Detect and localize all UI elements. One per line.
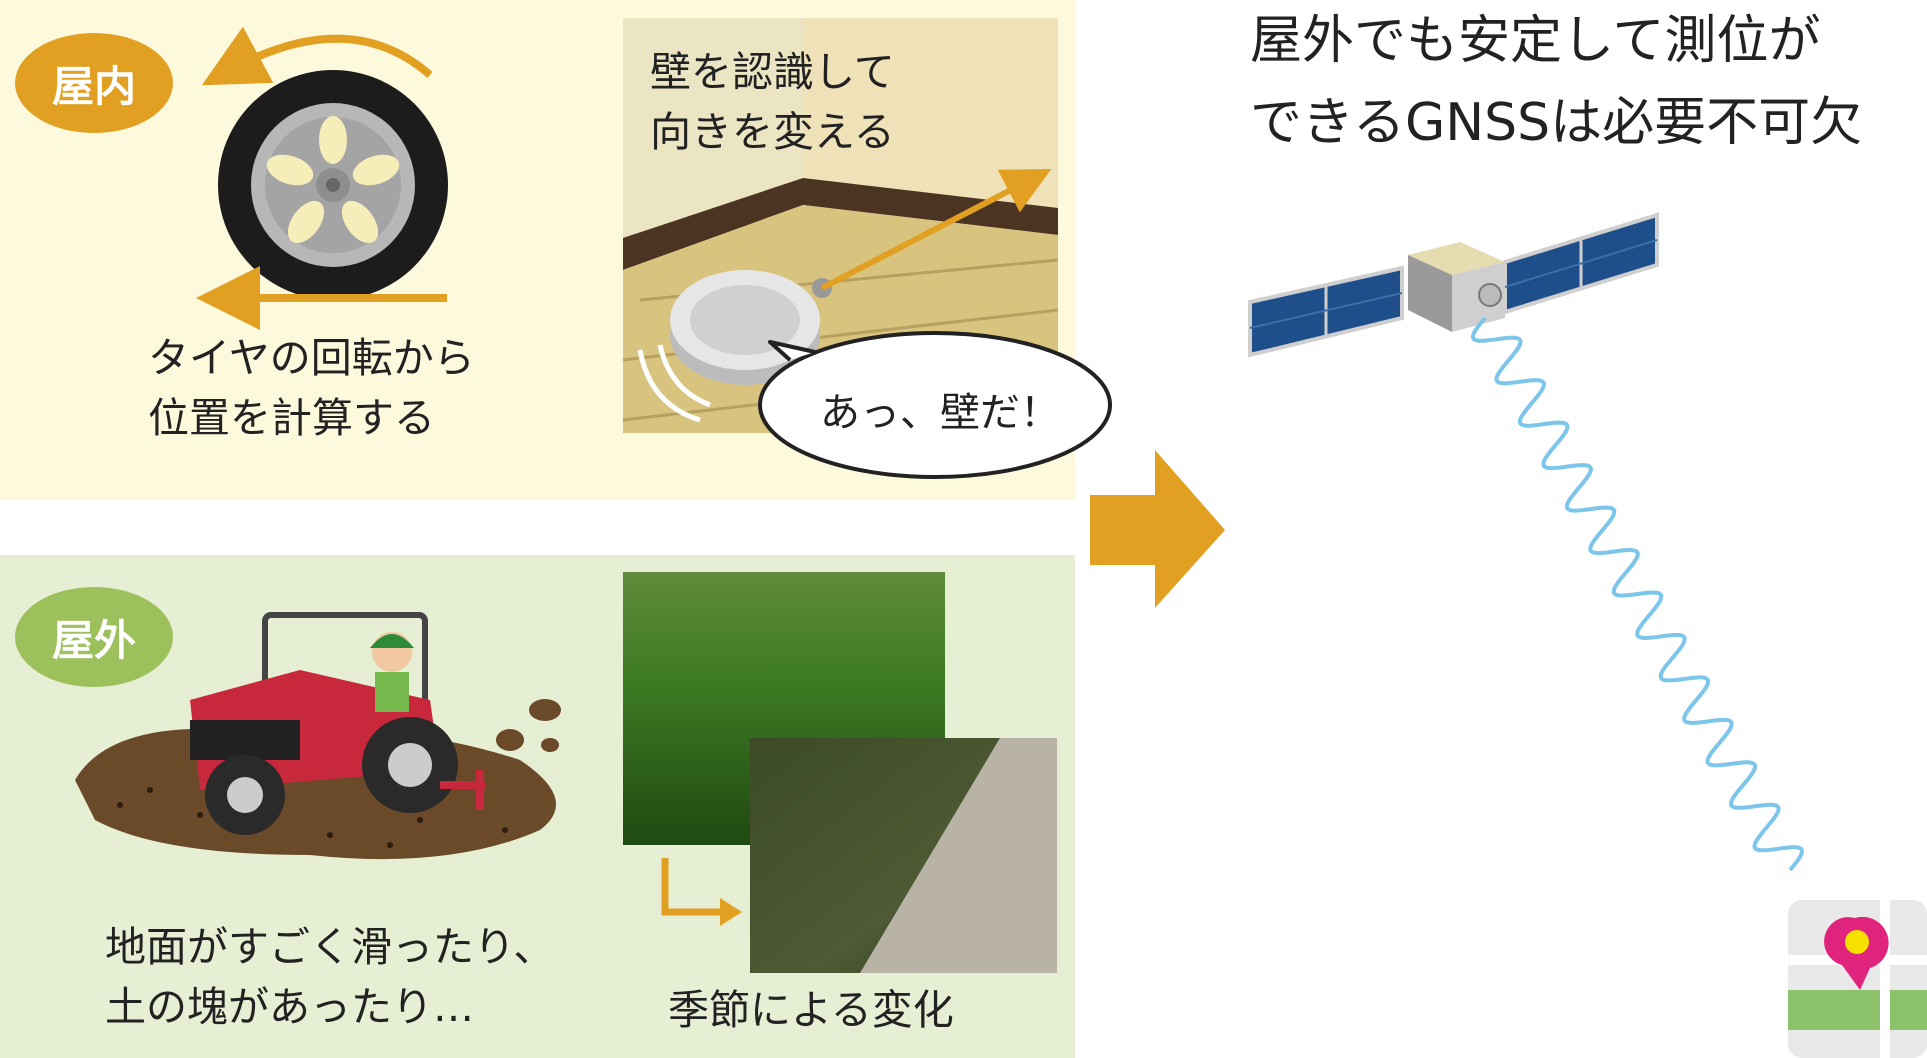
tractor-icon — [75, 612, 561, 860]
tire-caption: タイヤの回転から 位置を計算する — [148, 328, 475, 448]
tire-icon — [196, 26, 448, 330]
tire-caption-line-1: タイヤの回転から — [148, 334, 475, 382]
season-caption: 季節による変化 — [668, 986, 954, 1034]
map-pin-icon — [1824, 916, 1889, 990]
signal-wave — [1470, 316, 1805, 872]
tire-caption-line-2: 位置を計算する — [148, 394, 435, 442]
headline: 屋外でも安定して測位が できるGNSSは必要不可欠 — [1250, 0, 1862, 164]
tractor-caption-line-1: 地面がすごく滑ったり、 — [105, 923, 555, 971]
indoor-badge: 屋内 — [15, 33, 173, 133]
tractor-caption: 地面がすごく滑ったり、 土の塊があったり… — [105, 917, 554, 1037]
robot-caption: 壁を認識して 向きを変える — [650, 42, 895, 162]
robot-caption-line-2: 向きを変える — [650, 108, 895, 156]
outdoor-badge: 屋外 — [15, 587, 173, 687]
headline-line-1: 屋外でも安定して測位が — [1250, 11, 1821, 71]
robot-caption-line-1: 壁を認識して — [650, 48, 895, 96]
satellite-icon — [1248, 212, 1659, 358]
speech-bubble — [758, 331, 1112, 479]
season-photos — [623, 572, 1057, 973]
arrow-right-icon — [1090, 450, 1225, 608]
headline-line-2: できるGNSSは必要不可欠 — [1250, 93, 1863, 153]
tractor-caption-line-2: 土の塊があったり… — [105, 983, 474, 1031]
speech-bubble-text: あっ、壁だ！ — [820, 390, 1060, 436]
